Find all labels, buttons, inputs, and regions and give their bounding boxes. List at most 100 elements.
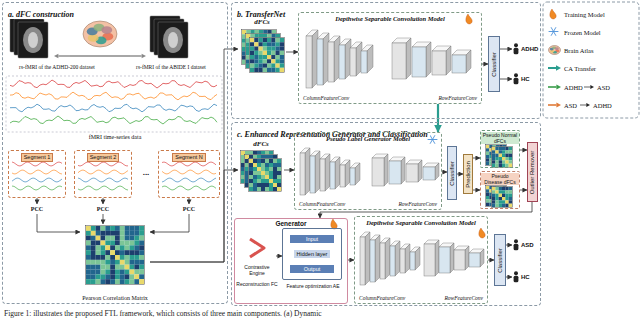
matrix-cell (255, 47, 259, 51)
layer-side (345, 160, 350, 187)
matrix-cell (272, 47, 276, 51)
matrix-cell (509, 157, 512, 160)
matrix-cell (257, 171, 261, 175)
matrix-cell (271, 55, 275, 59)
conv-layer (330, 157, 340, 189)
matrix-cell (486, 162, 489, 165)
matrix-cell (492, 190, 495, 193)
matrix-cell (255, 60, 259, 64)
matrix-cell (263, 55, 267, 59)
legend-direction-arrow (548, 86, 556, 88)
matrix-cell (253, 167, 257, 171)
figure-caption: Figure 1: illustrates the proposed FTL f… (4, 309, 636, 318)
matrix-cell (492, 150, 495, 153)
matrix-cell (277, 187, 281, 191)
matrix-cell (486, 189, 489, 192)
node-text: Contrastive Engine (238, 264, 276, 276)
conv-layer (380, 238, 390, 279)
matrix-cell (263, 39, 267, 43)
legend-inline-arrow-head (590, 85, 594, 89)
matrix-cell (492, 160, 495, 163)
matrix-cell (505, 160, 508, 163)
matrix-cell (110, 226, 115, 231)
matrix-cell (269, 175, 273, 179)
pcc-box: PCC (25, 204, 49, 214)
matrix-cell (505, 187, 508, 190)
time-series (10, 104, 217, 112)
matrix-cell (269, 171, 273, 175)
matrix-cell (115, 241, 120, 246)
matrix-cell (249, 183, 253, 187)
matrix-cell (125, 226, 130, 231)
matrix-cell (249, 167, 253, 171)
matrix-cell (249, 163, 253, 167)
matrix-cell (502, 187, 505, 190)
person-body (514, 78, 519, 85)
matrix-cell (261, 159, 265, 163)
matrix-cell (261, 163, 265, 167)
matrix-cell (267, 59, 271, 63)
connector (437, 104, 439, 132)
snowflake-arm (430, 136, 435, 144)
matrix-cell (125, 241, 130, 246)
matrix-cell (255, 43, 259, 47)
matrix-heatmap (486, 186, 507, 207)
layer-front (372, 158, 384, 186)
matrix-cell (134, 245, 139, 250)
matrix-cell (86, 226, 91, 231)
matrix-cell (280, 64, 284, 68)
matrix-cell (130, 260, 135, 265)
snowflake-icon (549, 28, 558, 36)
matrix-cell (265, 167, 269, 171)
legend-inline-arrow (580, 105, 586, 106)
matrix-cell (250, 38, 254, 42)
matrix-cell (499, 160, 502, 163)
contrastive-symbol (250, 239, 264, 257)
matrix-cell (263, 64, 267, 68)
dfc-stack: dFCs (238, 18, 286, 80)
matrix-cell (276, 43, 280, 47)
node-text: Segment N (172, 153, 206, 162)
layer-side (465, 246, 469, 270)
layer-side (335, 157, 340, 189)
matrix-cell (495, 197, 498, 200)
segment-series (162, 170, 216, 174)
person-head (514, 43, 518, 47)
panel-band: b. TransferNetdFCsDepthwise Separable Co… (231, 2, 541, 119)
layer-front (423, 167, 435, 180)
matrix-cell (499, 164, 502, 167)
matrix-cell (86, 255, 91, 260)
matrix-cell (105, 231, 110, 236)
matrix-cell (257, 171, 261, 175)
matrix-cell (254, 59, 258, 63)
matrix-cell (268, 43, 272, 47)
matrix-cell (268, 60, 272, 64)
matrix-cell (255, 38, 259, 42)
annotation-label: fMRI time-series data (60, 134, 170, 140)
matrix-cell (272, 43, 276, 47)
matrix-cell (509, 160, 512, 163)
matrix-cell (249, 159, 253, 163)
matrix-cell (257, 183, 261, 187)
matrix-cell (105, 260, 110, 265)
matrix-cell (273, 179, 277, 183)
matrix-cell (101, 279, 106, 284)
layer-front (432, 51, 446, 75)
matrix-cell (259, 68, 263, 72)
matrix-cell (276, 55, 280, 59)
matrix-cell (273, 167, 277, 171)
matrix-cell (251, 60, 255, 64)
legend-direction-arrow-head (556, 103, 561, 108)
matrix-cell (265, 159, 269, 163)
matrix-cell (267, 60, 271, 64)
conv-layer (310, 151, 320, 193)
matrix-cell (505, 197, 508, 200)
annotation-label: Reconstruction FC (236, 281, 278, 287)
pcc-box: PCC (91, 204, 115, 214)
node-text: dFCs (253, 140, 269, 149)
matrix-cell (255, 43, 259, 47)
matrix-cell (259, 64, 263, 68)
matrix-cell (502, 164, 505, 167)
matrix-cell (492, 154, 495, 157)
